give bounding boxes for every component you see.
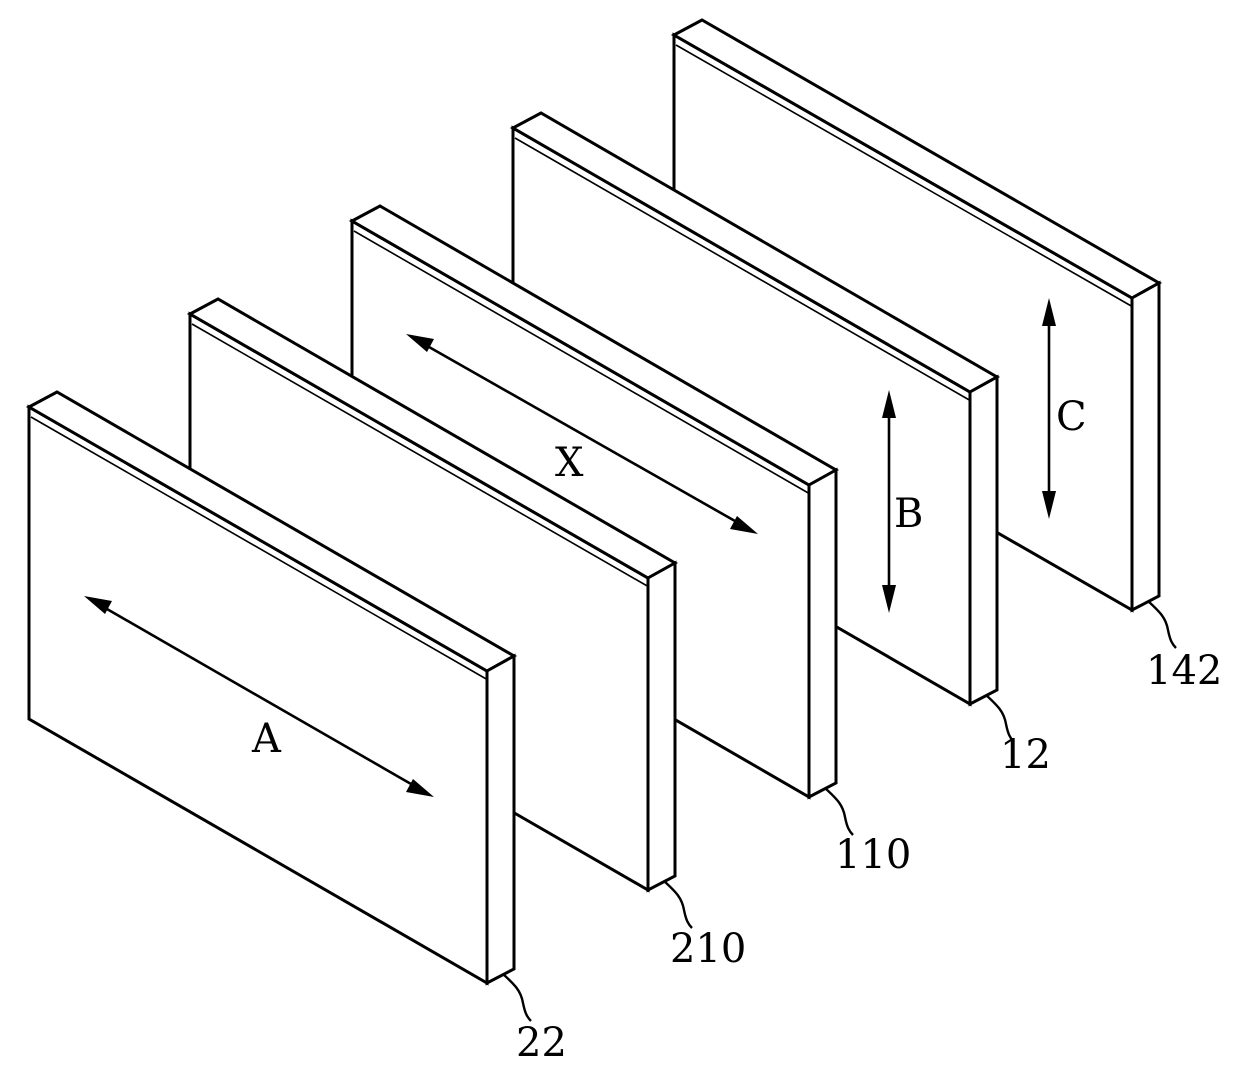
panel-22-side-face	[487, 656, 514, 983]
panel-110-side-face	[809, 470, 836, 797]
leader-22	[503, 974, 531, 1021]
panel-210-side-face	[648, 563, 675, 890]
ref-210: 210	[670, 926, 746, 972]
ref-22: 22	[516, 1020, 567, 1066]
ref-12: 12	[1000, 732, 1051, 778]
arrow-label-b: B	[894, 491, 923, 537]
ref-142: 142	[1146, 648, 1222, 694]
leader-142	[1148, 601, 1176, 648]
leader-110	[825, 788, 853, 835]
arrow-label-x: X	[555, 440, 584, 486]
panel-12-side-face	[970, 377, 997, 704]
panel-142-side-face	[1132, 283, 1159, 610]
arrow-label-a: A	[251, 716, 282, 762]
ref-110: 110	[835, 832, 911, 878]
arrow-label-c: C	[1056, 394, 1087, 440]
leader-210	[664, 881, 692, 928]
